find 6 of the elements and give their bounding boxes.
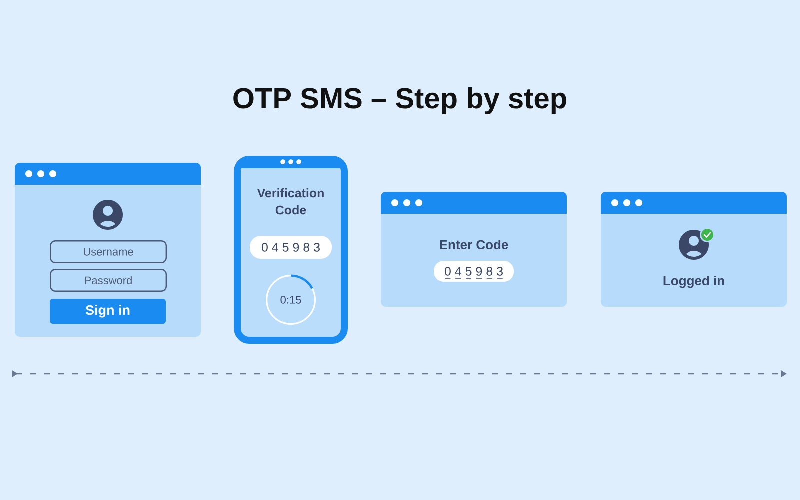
browser-window: Logged in <box>601 192 787 307</box>
code-pill: 0 4 5 9 8 3 <box>250 236 332 259</box>
button: Sign in <box>50 299 166 324</box>
input-field: Password <box>50 269 167 292</box>
input-field: Username <box>50 240 167 264</box>
title: OTP SMS – Step by step <box>234 87 566 115</box>
